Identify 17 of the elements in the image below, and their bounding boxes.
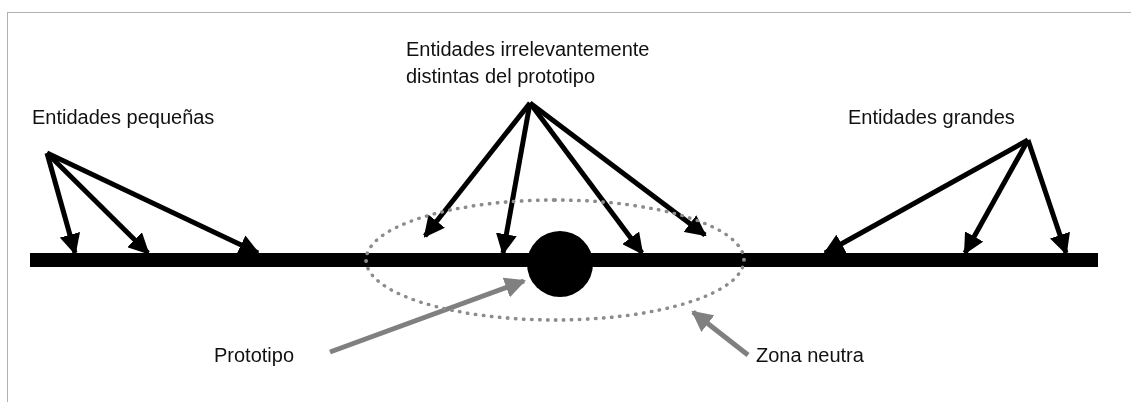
arrow xyxy=(329,277,526,355)
label-text: Zona neutra xyxy=(756,342,896,369)
arrow xyxy=(691,310,750,357)
label-text: Entidades grandes xyxy=(848,104,1048,131)
neutral-zone-ellipse xyxy=(364,198,746,322)
arrow xyxy=(496,102,533,256)
arrow xyxy=(44,152,80,255)
label-text: Entidades irrelevantemente distintas del prototipo xyxy=(406,36,706,90)
label-text: Entidades pequeñas xyxy=(32,104,262,131)
arrow xyxy=(823,137,1030,256)
arrow xyxy=(45,150,260,256)
arrow xyxy=(45,151,150,255)
arrow xyxy=(1025,139,1070,255)
arrow xyxy=(528,101,707,237)
label-text: Prototipo xyxy=(214,342,324,369)
arrow xyxy=(528,101,644,255)
arrow xyxy=(423,101,532,238)
